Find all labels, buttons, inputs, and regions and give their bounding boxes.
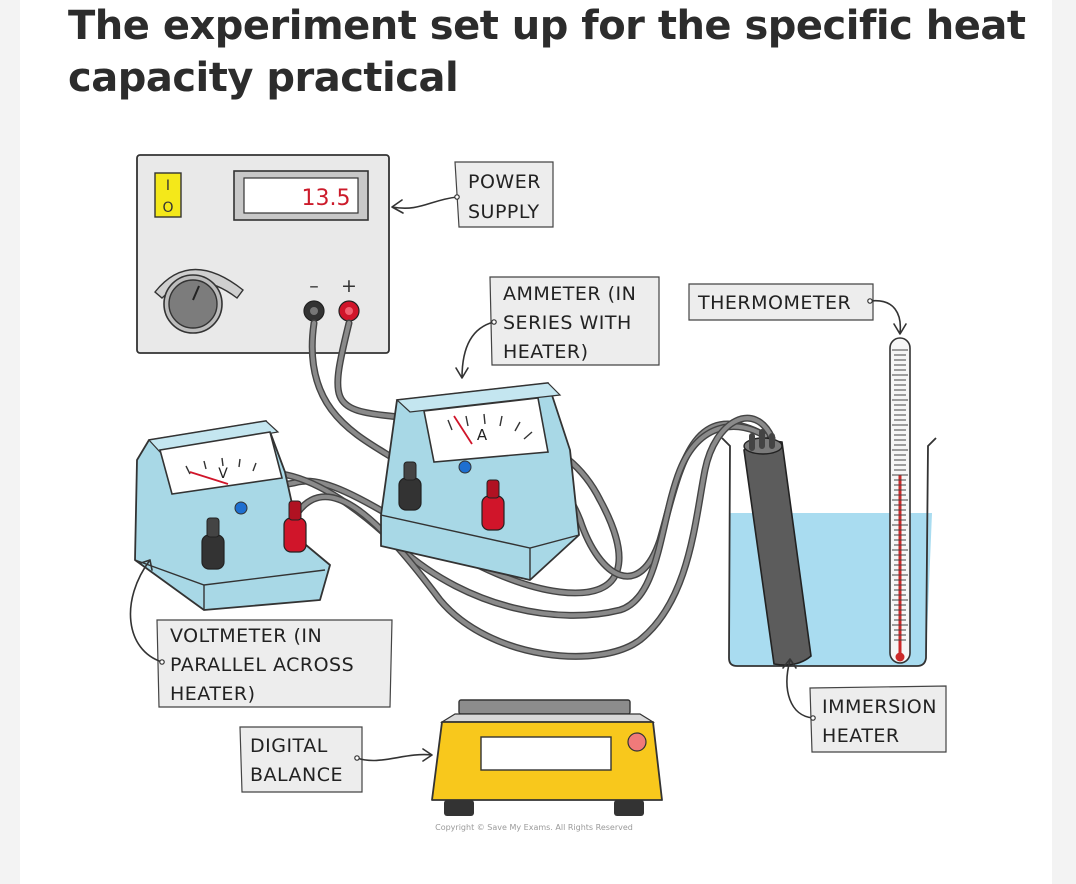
page-title: The experiment set up for the specific h… <box>68 3 1026 101</box>
balance-foot-left <box>444 800 474 816</box>
voltmeter-scale <box>185 457 257 485</box>
thermometer <box>889 337 911 664</box>
label-ammeter: AMMETER (IN SERIES WITH HEATER) <box>455 276 660 379</box>
svg-text:SERIES WITH: SERIES WITH <box>503 312 632 334</box>
voltmeter-red-plug <box>283 500 307 553</box>
svg-text:DIGITAL: DIGITAL <box>250 735 328 757</box>
svg-text:VOLTMETER (IN: VOLTMETER (IN <box>170 625 322 647</box>
negative-terminal-label: – <box>309 275 319 297</box>
ammeter: A <box>380 382 580 581</box>
svg-text:BALANCE: BALANCE <box>250 764 343 786</box>
svg-text:SUPPLY: SUPPLY <box>468 201 540 223</box>
voltmeter: V <box>134 420 331 611</box>
ammeter-symbol: A <box>477 426 488 444</box>
label-power-supply: POWER SUPPLY <box>391 161 554 228</box>
svg-text:POWER: POWER <box>468 171 541 193</box>
label-digital-balance: DIGITAL BALANCE <box>239 726 433 793</box>
svg-text:HEATER): HEATER) <box>503 341 589 363</box>
ammeter-needle <box>453 415 473 445</box>
voltmeter-symbol: V <box>218 466 228 482</box>
balance-display <box>480 736 612 771</box>
label-voltmeter: VOLTMETER (IN PARALLEL ACROSS HEATER) <box>129 559 393 708</box>
svg-text:IMMERSION: IMMERSION <box>822 696 937 718</box>
display-value: 13.5 <box>302 186 351 211</box>
label-immersion-heater: IMMERSION HEATER <box>782 658 947 753</box>
switch-off-label: O <box>162 200 173 216</box>
digital-balance <box>431 699 663 816</box>
balance-foot-right <box>614 800 644 816</box>
voltage-knob <box>154 268 244 334</box>
voltmeter-black-plug <box>201 517 225 570</box>
svg-text:AMMETER (IN: AMMETER (IN <box>503 283 636 305</box>
voltmeter-dial <box>158 431 283 495</box>
thermometer-scale <box>892 349 908 641</box>
label-thermometer: THERMOMETER <box>688 283 907 335</box>
voltmeter-zero-button <box>234 501 248 515</box>
ammeter-red-plug <box>481 479 505 531</box>
immersion-heater <box>743 429 812 666</box>
svg-text:HEATER): HEATER) <box>170 683 256 705</box>
power-display: 13.5 <box>233 170 369 221</box>
power-supply: I O 13.5 – + <box>136 154 390 354</box>
positive-terminal-label: + <box>341 275 357 297</box>
switch-on-label: I <box>166 178 170 194</box>
ammeter-black-plug <box>398 461 422 511</box>
copyright-text: Copyright © Save My Exams. All Rights Re… <box>435 823 633 832</box>
svg-text:PARALLEL ACROSS: PARALLEL ACROSS <box>170 654 354 676</box>
balance-pan <box>458 699 631 715</box>
svg-text:HEATER: HEATER <box>822 725 900 747</box>
svg-text:THERMOMETER: THERMOMETER <box>697 292 851 314</box>
voltmeter-needle <box>189 471 229 485</box>
balance-tare-button <box>627 732 647 752</box>
ammeter-dial <box>423 397 549 463</box>
ammeter-scale <box>447 413 533 445</box>
ammeter-zero-button <box>458 460 472 474</box>
power-switch: I O <box>154 172 182 218</box>
